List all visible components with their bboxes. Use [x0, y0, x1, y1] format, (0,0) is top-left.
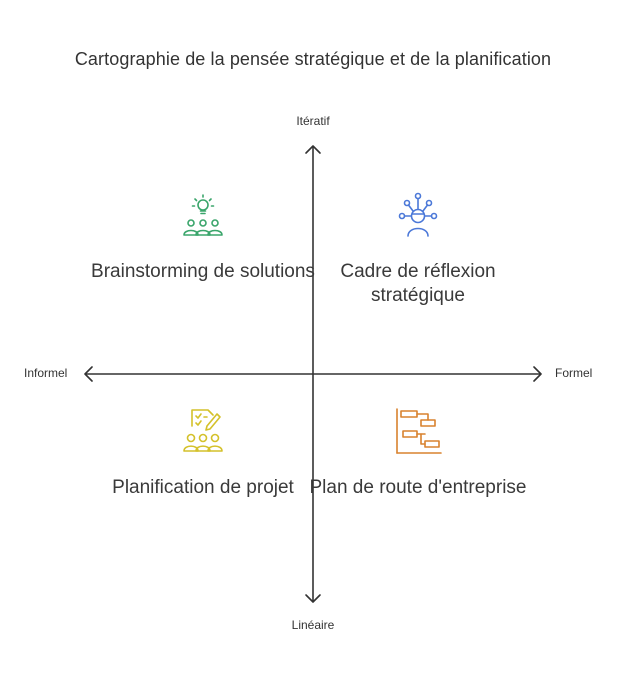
- quadrant-bottom-left: Planification de projet: [88, 406, 318, 500]
- project-planning-icon: [183, 409, 223, 452]
- diagram-title: Cartographie de la pensée stratégique et…: [74, 49, 552, 69]
- arrow-up-icon: [305, 145, 321, 154]
- axis-label-left: Informel: [24, 366, 68, 380]
- quadrant-bottom-right: Plan de route d'entreprise: [303, 406, 533, 500]
- quadrant-top-right: Cadre de réflexion stratégique: [303, 190, 533, 308]
- strategic-network-icon: [398, 192, 438, 237]
- axis-label-right: Formel: [555, 366, 593, 380]
- axis-label-top: Itératif: [296, 114, 330, 128]
- arrow-right-icon: [533, 366, 542, 382]
- gantt-roadmap-icon: [396, 408, 442, 454]
- quadrant-label-brainstorming: Brainstorming de solutions: [91, 261, 315, 282]
- brainstorm-group-icon: [183, 194, 223, 236]
- quadrant-label-project-planning: Planification de projet: [112, 477, 294, 498]
- arrow-down-icon: [305, 594, 321, 603]
- axis-label-bottom: Linéaire: [291, 618, 335, 632]
- quadrant-label-strategic-framework: Cadre de réflexion stratégique: [340, 261, 496, 306]
- quadrant-top-left: Brainstorming de solutions: [88, 190, 318, 284]
- quadrant-label-business-roadmap: Plan de route d'entreprise: [309, 477, 527, 498]
- arrow-left-icon: [84, 366, 93, 382]
